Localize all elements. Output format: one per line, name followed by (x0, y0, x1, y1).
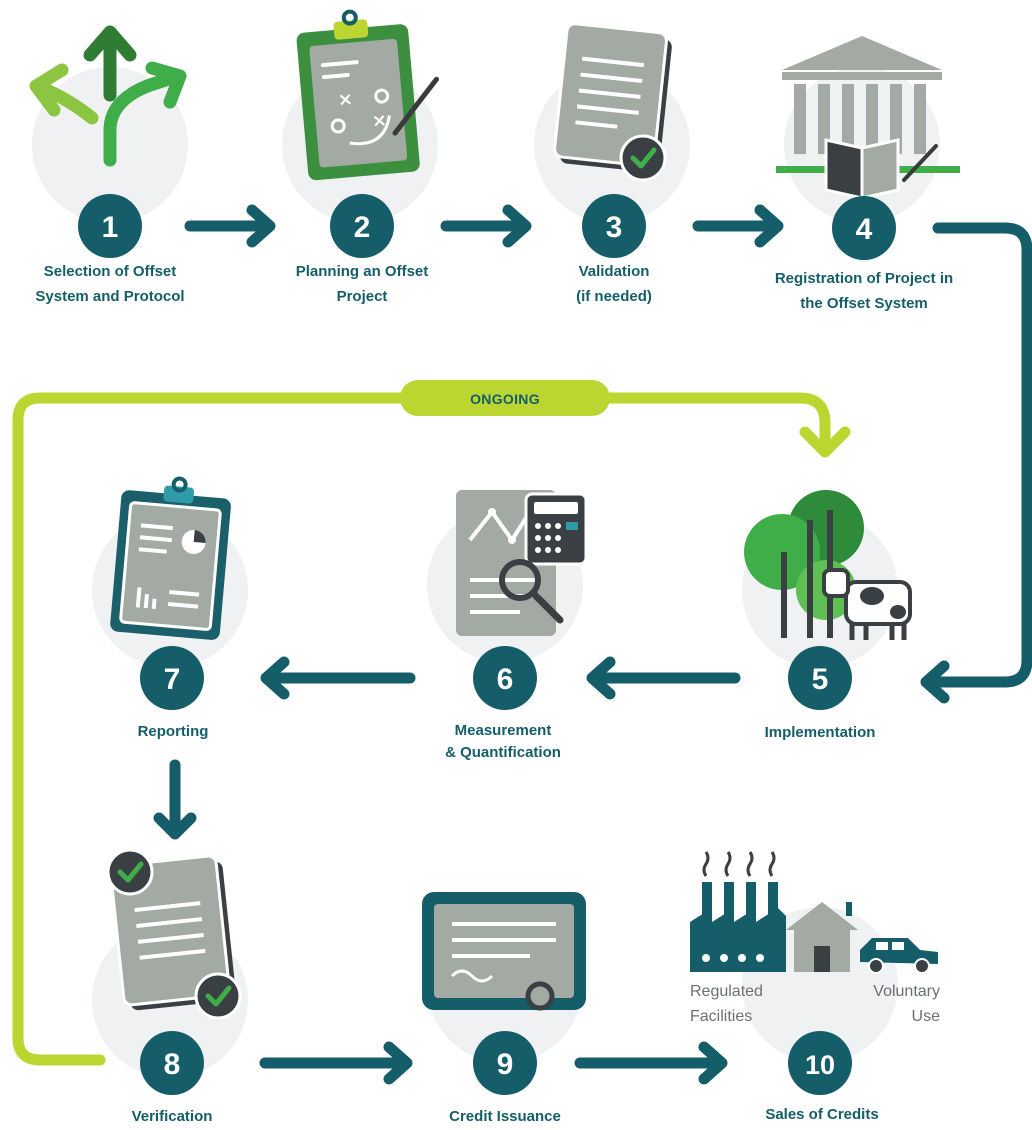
step-4-badge: 4 (832, 196, 896, 260)
arrow-1-to-2 (184, 204, 276, 248)
flow-arrows (153, 204, 1032, 1085)
step-3-badge: 3 (582, 194, 646, 258)
check-badge-icon-bottom (194, 972, 242, 1020)
diverging-arrows-icon (29, 25, 187, 167)
step-7-number: 7 (164, 663, 181, 696)
step-4-label: Registration of Project in the Offset Sy… (744, 266, 984, 316)
step-4-label-line2: the Offset System (800, 295, 928, 312)
step-10-label-line1: Sales of Credits (765, 1106, 879, 1123)
check-badge-icon (619, 134, 667, 182)
sales-sublabels: Regulated Facilities Voluntary Use (690, 983, 940, 1025)
step-6-label-line1: Measurement (454, 722, 552, 739)
regulated-label-line1: Regulated (690, 983, 763, 1000)
step-9-badge: 9 (473, 1031, 537, 1095)
step-9-label: Credit Issuance (405, 1104, 605, 1129)
step-1-badge: 1 (78, 194, 142, 258)
step-5-badge: 5 (788, 646, 852, 710)
step-number-badges: 1 2 3 4 5 6 7 8 9 10 (78, 194, 896, 1095)
step-1-label-line2: System and Protocol (35, 288, 185, 305)
step-3-label: Validation (if needed) (514, 259, 714, 309)
step-9-number: 9 (497, 1048, 514, 1081)
step-9-label-line1: Credit Issuance (449, 1108, 561, 1125)
step-3-number: 3 (606, 211, 623, 244)
step-6-badge: 6 (473, 646, 537, 710)
svg-text:×: × (371, 110, 388, 132)
step-6-label-line2: & Quantification (445, 744, 561, 761)
voluntary-label-line1: Voluntary (873, 983, 940, 1000)
trees-cow-icon (744, 490, 912, 640)
step-10-badge: 10 (788, 1031, 852, 1095)
step-7-label: Reporting (73, 719, 273, 744)
step-10-number: 10 (805, 1050, 835, 1080)
step-6-label: Measurement & Quantification (403, 720, 603, 764)
step-1-label: Selection of Offset System and Protocol (10, 259, 210, 309)
svg-text:×: × (337, 89, 354, 111)
clipboard-report-icon (110, 476, 231, 640)
arrow-4-to-5 (920, 222, 1032, 704)
step-1-label-line1: Selection of Offset (43, 263, 177, 280)
step-5-label: Implementation (720, 720, 920, 745)
calculator-chart-icon (456, 490, 588, 636)
step-7-label-line1: Reporting (137, 723, 209, 740)
regulated-label-line2: Facilities (690, 1008, 752, 1025)
arrow-7-to-8 (153, 759, 197, 840)
check-badge-icon-top (106, 848, 154, 896)
registry-building-icon (776, 36, 960, 200)
step-3-label-line2: (if needed) (576, 288, 652, 305)
step-5-number: 5 (812, 663, 829, 696)
step-6-number: 6 (497, 663, 514, 696)
step-2-badge: 2 (330, 194, 394, 258)
voluntary-label-line2: Use (912, 1008, 941, 1025)
step-10-label: Sales of Credits (722, 1102, 922, 1127)
step-8-label: Verification (72, 1104, 272, 1129)
step-5-label-line1: Implementation (764, 724, 876, 741)
step-4-number: 4 (856, 213, 873, 246)
ongoing-arrowhead (799, 426, 851, 458)
arrow-3-to-4 (692, 204, 784, 248)
certificate-icon (422, 892, 586, 1011)
arrow-6-to-7 (260, 656, 416, 700)
step-8-badge: 8 (140, 1031, 204, 1095)
arrow-2-to-3 (440, 204, 532, 248)
step-1-number: 1 (102, 211, 119, 244)
factory-house-car-icon (690, 851, 938, 974)
verified-document-icon (109, 854, 236, 1011)
ongoing-loop: ONGOING (12, 380, 851, 1066)
step-7-badge: 7 (140, 646, 204, 710)
arrow-9-to-10 (574, 1041, 728, 1085)
arrow-5-to-6 (586, 656, 741, 700)
arrow-8-to-9 (259, 1041, 413, 1085)
step-2-label-line2: Project (336, 288, 388, 305)
ongoing-label: ONGOING (470, 391, 540, 407)
step-2-label: Planning an Offset Project (262, 259, 462, 309)
step-3-label-line1: Validation (578, 263, 650, 280)
step-2-number: 2 (354, 211, 371, 244)
ongoing-badge (400, 380, 610, 416)
clipboard-plan-icon: × × (296, 9, 439, 181)
step-2-label-line1: Planning an Offset (295, 263, 429, 280)
step-8-label-line1: Verification (131, 1108, 213, 1125)
step-8-number: 8 (164, 1048, 181, 1081)
step-4-label-line1: Registration of Project in (774, 270, 954, 287)
